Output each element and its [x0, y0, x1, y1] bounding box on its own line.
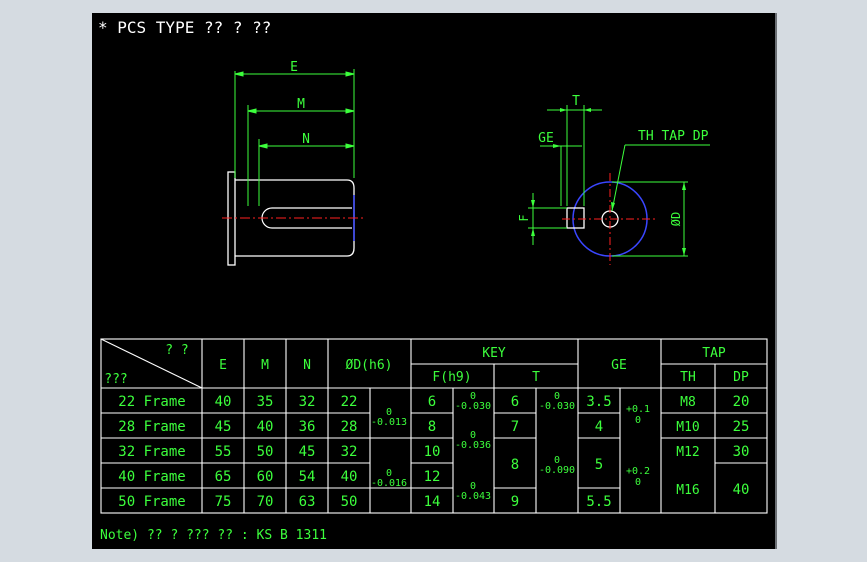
row-2-m: 40	[257, 419, 274, 435]
tap-callout-label: TH TAP DP	[638, 129, 709, 144]
cad-drawing-canvas: * PCS TYPE ?? ? ?? E M N	[92, 13, 777, 549]
row-1-f: 6	[428, 394, 436, 410]
tol-t-a-upper: 0	[554, 391, 560, 402]
row-4-n: 54	[299, 469, 316, 485]
row-2-th: M10	[676, 420, 699, 435]
row-2-d: 28	[341, 419, 358, 435]
header-dp: DP	[733, 370, 749, 385]
header-key: KEY	[482, 346, 506, 361]
row-4-d: 40	[341, 469, 358, 485]
header-f: F(h9)	[432, 370, 471, 385]
header-th: TH	[680, 370, 696, 385]
dim-d-label: ØD	[669, 212, 683, 226]
row-1-dp: 20	[733, 394, 750, 410]
tol-f-a-lower: -0.030	[455, 401, 491, 412]
row-5-n: 63	[299, 494, 316, 510]
header-d: ØD(h6)	[346, 358, 393, 373]
end-view-dimensions	[528, 105, 710, 257]
tol-f-a-upper: 0	[470, 391, 476, 402]
row-3-th: M12	[676, 445, 699, 460]
standard-note: Note) ?? ? ??? ?? : KS B 1311	[100, 528, 327, 543]
shaft-end-view	[562, 173, 658, 265]
shaft-side-view	[222, 171, 364, 266]
dim-n-label: N	[302, 132, 310, 147]
header-n: N	[303, 358, 311, 373]
tol-f-c-lower: -0.043	[455, 491, 491, 502]
row-3-4-t: 8	[511, 457, 519, 473]
row-3-f: 10	[424, 444, 441, 460]
row-5-t: 9	[511, 494, 519, 510]
tol-d-b-upper: 0	[386, 468, 392, 479]
spec-table-body: 22 Frame 28 Frame 32 Frame 40 Frame 50 F…	[118, 394, 749, 510]
tol-ge-b-lower: 0	[635, 477, 641, 488]
spec-table-header: ? ? ??? E M N ØD(h6) KEY F(h9) T GE TAP …	[104, 343, 749, 387]
row-2-dp: 25	[733, 419, 750, 435]
row-4-f: 12	[424, 469, 441, 485]
tol-d-b-lower: -0.016	[371, 478, 407, 489]
row-2-e: 45	[215, 419, 232, 435]
header-m: M	[261, 358, 269, 373]
row-5-e: 75	[215, 494, 232, 510]
drawing-svg: * PCS TYPE ?? ? ?? E M N	[98, 18, 768, 543]
row-3-n: 45	[299, 444, 316, 460]
row-3-e: 55	[215, 444, 232, 460]
corner-top-label: ? ?	[165, 343, 188, 358]
tol-ge-a-upper: +0.1	[626, 404, 650, 415]
row-4-m: 60	[257, 469, 274, 485]
header-e: E	[219, 358, 227, 373]
row-5-frame: 50 Frame	[118, 494, 185, 510]
dim-m-label: M	[297, 97, 305, 112]
row-5-d: 50	[341, 494, 358, 510]
tol-f-b-lower: -0.036	[455, 440, 491, 451]
row-5-ge: 5.5	[586, 494, 611, 510]
row-2-n: 36	[299, 419, 316, 435]
tol-d-a-upper: 0	[386, 407, 392, 418]
row-2-ge: 4	[595, 419, 603, 435]
tol-t-b-lower: -0.090	[539, 465, 575, 476]
row-1-th: M8	[680, 395, 696, 410]
row-5-m: 70	[257, 494, 274, 510]
row-4-frame: 40 Frame	[118, 469, 185, 485]
row-3-frame: 32 Frame	[118, 444, 185, 460]
row-2-frame: 28 Frame	[118, 419, 185, 435]
tol-f-b-upper: 0	[470, 430, 476, 441]
corner-bottom-label: ???	[104, 372, 127, 387]
row-1-t: 6	[511, 394, 519, 410]
dim-e-label: E	[290, 60, 298, 75]
drawing-title: * PCS TYPE ?? ? ??	[98, 18, 271, 37]
row-3-4-ge: 5	[595, 457, 603, 473]
row-4-5-dp: 40	[733, 482, 750, 498]
tol-ge-b-upper: +0.2	[626, 466, 650, 477]
row-4-e: 65	[215, 469, 232, 485]
dim-f-label: F	[517, 214, 531, 221]
row-1-d: 22	[341, 394, 358, 410]
row-4-5-th: M16	[676, 483, 699, 498]
row-1-n: 32	[299, 394, 316, 410]
key-rect	[566, 207, 585, 229]
dim-ge-label: GE	[538, 131, 554, 146]
row-1-m: 35	[257, 394, 274, 410]
row-2-f: 8	[428, 419, 436, 435]
tolerance-values: 0 -0.013 0 -0.016 0 -0.030 0 -0.036 0 -0…	[371, 391, 650, 502]
end-view-arrows	[531, 108, 686, 256]
tol-t-a-lower: -0.030	[539, 401, 575, 412]
spec-table-grid	[100, 338, 768, 514]
dim-t-label: T	[572, 94, 580, 109]
row-1-ge: 3.5	[586, 394, 611, 410]
tol-d-a-lower: -0.013	[371, 417, 407, 428]
row-2-t: 7	[511, 419, 519, 435]
row-3-d: 32	[341, 444, 358, 460]
row-5-f: 14	[424, 494, 441, 510]
row-1-e: 40	[215, 394, 232, 410]
row-1-frame: 22 Frame	[118, 394, 185, 410]
header-ge: GE	[611, 358, 627, 373]
header-tap: TAP	[702, 346, 726, 361]
header-t: T	[532, 370, 540, 385]
shaft-dimensions	[234, 69, 355, 206]
row-3-dp: 30	[733, 444, 750, 460]
row-3-m: 50	[257, 444, 274, 460]
tol-f-c-upper: 0	[470, 481, 476, 492]
tol-t-b-upper: 0	[554, 455, 560, 466]
tol-ge-a-lower: 0	[635, 415, 641, 426]
